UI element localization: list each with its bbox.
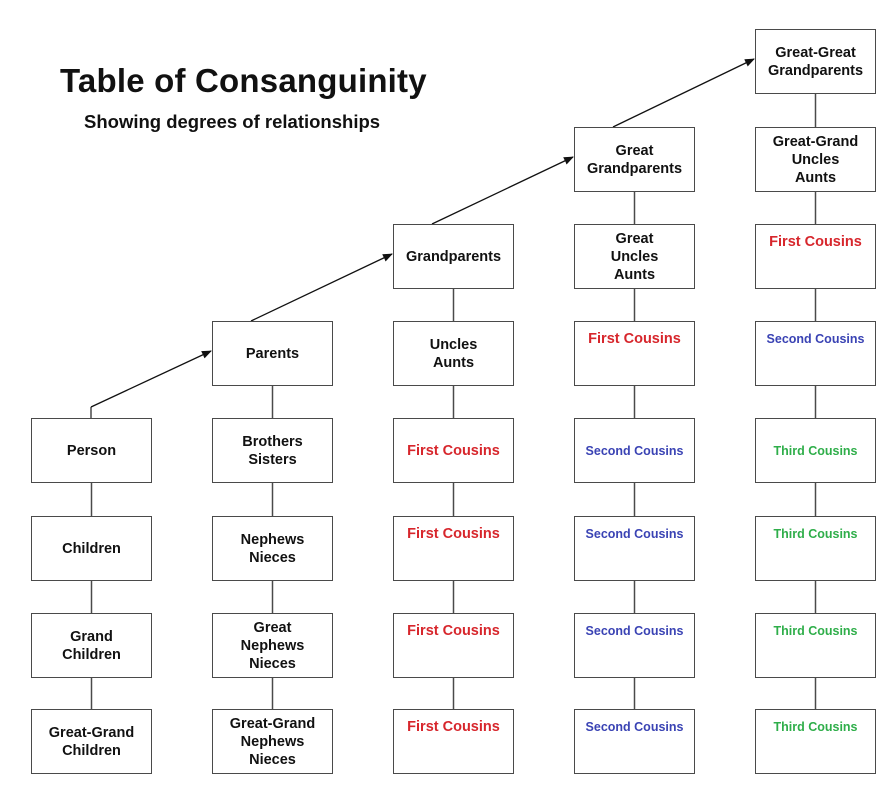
relation-box-first-cousins: First Cousins — [755, 224, 876, 289]
relation-box-second-cousins: Second Cousins — [755, 321, 876, 386]
relation-label: Grandparents — [405, 248, 502, 265]
relation-box-first-cousins: First Cousins — [393, 418, 514, 483]
relation-box-second-cousins: Second Cousins — [574, 418, 695, 483]
relation-box-first-cousins: First Cousins — [393, 709, 514, 774]
relation-label: First Cousins — [407, 442, 500, 459]
relation-label: Second Cousins — [585, 720, 684, 734]
relation-box-second-cousins: Second Cousins — [574, 516, 695, 581]
relation-label: Great Nephews Nieces — [240, 619, 305, 672]
relation-box-third-cousins: Third Cousins — [755, 516, 876, 581]
relation-label: First Cousins — [407, 623, 500, 639]
relation-box-first-cousins: First Cousins — [574, 321, 695, 386]
relation-label: Person — [66, 442, 117, 459]
ancestry-arrow — [90, 350, 212, 408]
relation-box-third-cousins: Third Cousins — [755, 418, 876, 483]
relation-label: Great-Grand Children — [48, 724, 135, 759]
relation-box-great-uncles-aunts: Great Uncles Aunts — [574, 224, 695, 289]
ancestry-arrow — [431, 156, 574, 225]
relation-label: Nephews Nieces — [240, 531, 305, 566]
relation-label: Great Uncles Aunts — [610, 230, 659, 283]
relation-box-second-cousins: Second Cousins — [574, 613, 695, 678]
relation-label: First Cousins — [407, 526, 500, 542]
relation-label: Second Cousins — [766, 332, 865, 346]
relation-box-nephews-nieces: Nephews Nieces — [212, 516, 333, 581]
relation-label: Second Cousins — [585, 443, 684, 458]
relation-box-second-cousins: Second Cousins — [574, 709, 695, 774]
relation-box-children: Children — [31, 516, 152, 581]
relation-label: Uncles Aunts — [429, 336, 478, 371]
relation-box-great-great-grandparents: Great-Great Grandparents — [755, 29, 876, 94]
relation-box-great-grand-uncles-aunts: Great-Grand Uncles Aunts — [755, 127, 876, 192]
relation-label: Parents — [245, 345, 300, 362]
relation-label: Grand Children — [62, 628, 121, 663]
relation-box-grandparents: Grandparents — [393, 224, 514, 289]
relation-label: Third Cousins — [773, 443, 858, 458]
relation-box-uncles-aunts: Uncles Aunts — [393, 321, 514, 386]
relation-box-great-nephews-nieces: Great Nephews Nieces — [212, 613, 333, 678]
ancestry-arrow — [612, 58, 755, 128]
relation-label: Great-Grand Uncles Aunts — [772, 133, 859, 186]
relation-label: First Cousins — [769, 234, 862, 250]
page-title: Table of Consanguinity — [60, 62, 427, 99]
relation-label: First Cousins — [407, 719, 500, 735]
relation-label: First Cousins — [588, 331, 681, 347]
relation-label: Second Cousins — [585, 527, 684, 541]
relation-box-first-cousins: First Cousins — [393, 516, 514, 581]
relation-box-great-grand-children: Great-Grand Children — [31, 709, 152, 774]
relation-box-brothers-sisters: Brothers Sisters — [212, 418, 333, 483]
relation-box-great-grandparents: Great Grandparents — [574, 127, 695, 192]
relation-label: Brothers Sisters — [242, 433, 303, 468]
relation-label: Great Grandparents — [586, 142, 683, 177]
relation-label: Great-Grand Nephews Nieces — [229, 715, 316, 768]
ancestry-arrow — [250, 253, 393, 322]
relation-label: Third Cousins — [773, 720, 858, 734]
relation-label: Great-Great Grandparents — [767, 44, 864, 79]
page-subtitle: Showing degrees of relationships — [84, 111, 381, 132]
relation-box-parents: Parents — [212, 321, 333, 386]
relation-box-third-cousins: Third Cousins — [755, 613, 876, 678]
relation-label: Third Cousins — [773, 624, 858, 638]
relation-label: Children — [62, 540, 121, 557]
relation-box-third-cousins: Third Cousins — [755, 709, 876, 774]
relation-box-first-cousins: First Cousins — [393, 613, 514, 678]
relation-box-person: Person — [31, 418, 152, 483]
relation-label: Third Cousins — [773, 527, 858, 541]
relation-label: Second Cousins — [585, 624, 684, 638]
relation-box-grand-children: Grand Children — [31, 613, 152, 678]
relation-box-great-grand-nephews-nieces: Great-Grand Nephews Nieces — [212, 709, 333, 774]
